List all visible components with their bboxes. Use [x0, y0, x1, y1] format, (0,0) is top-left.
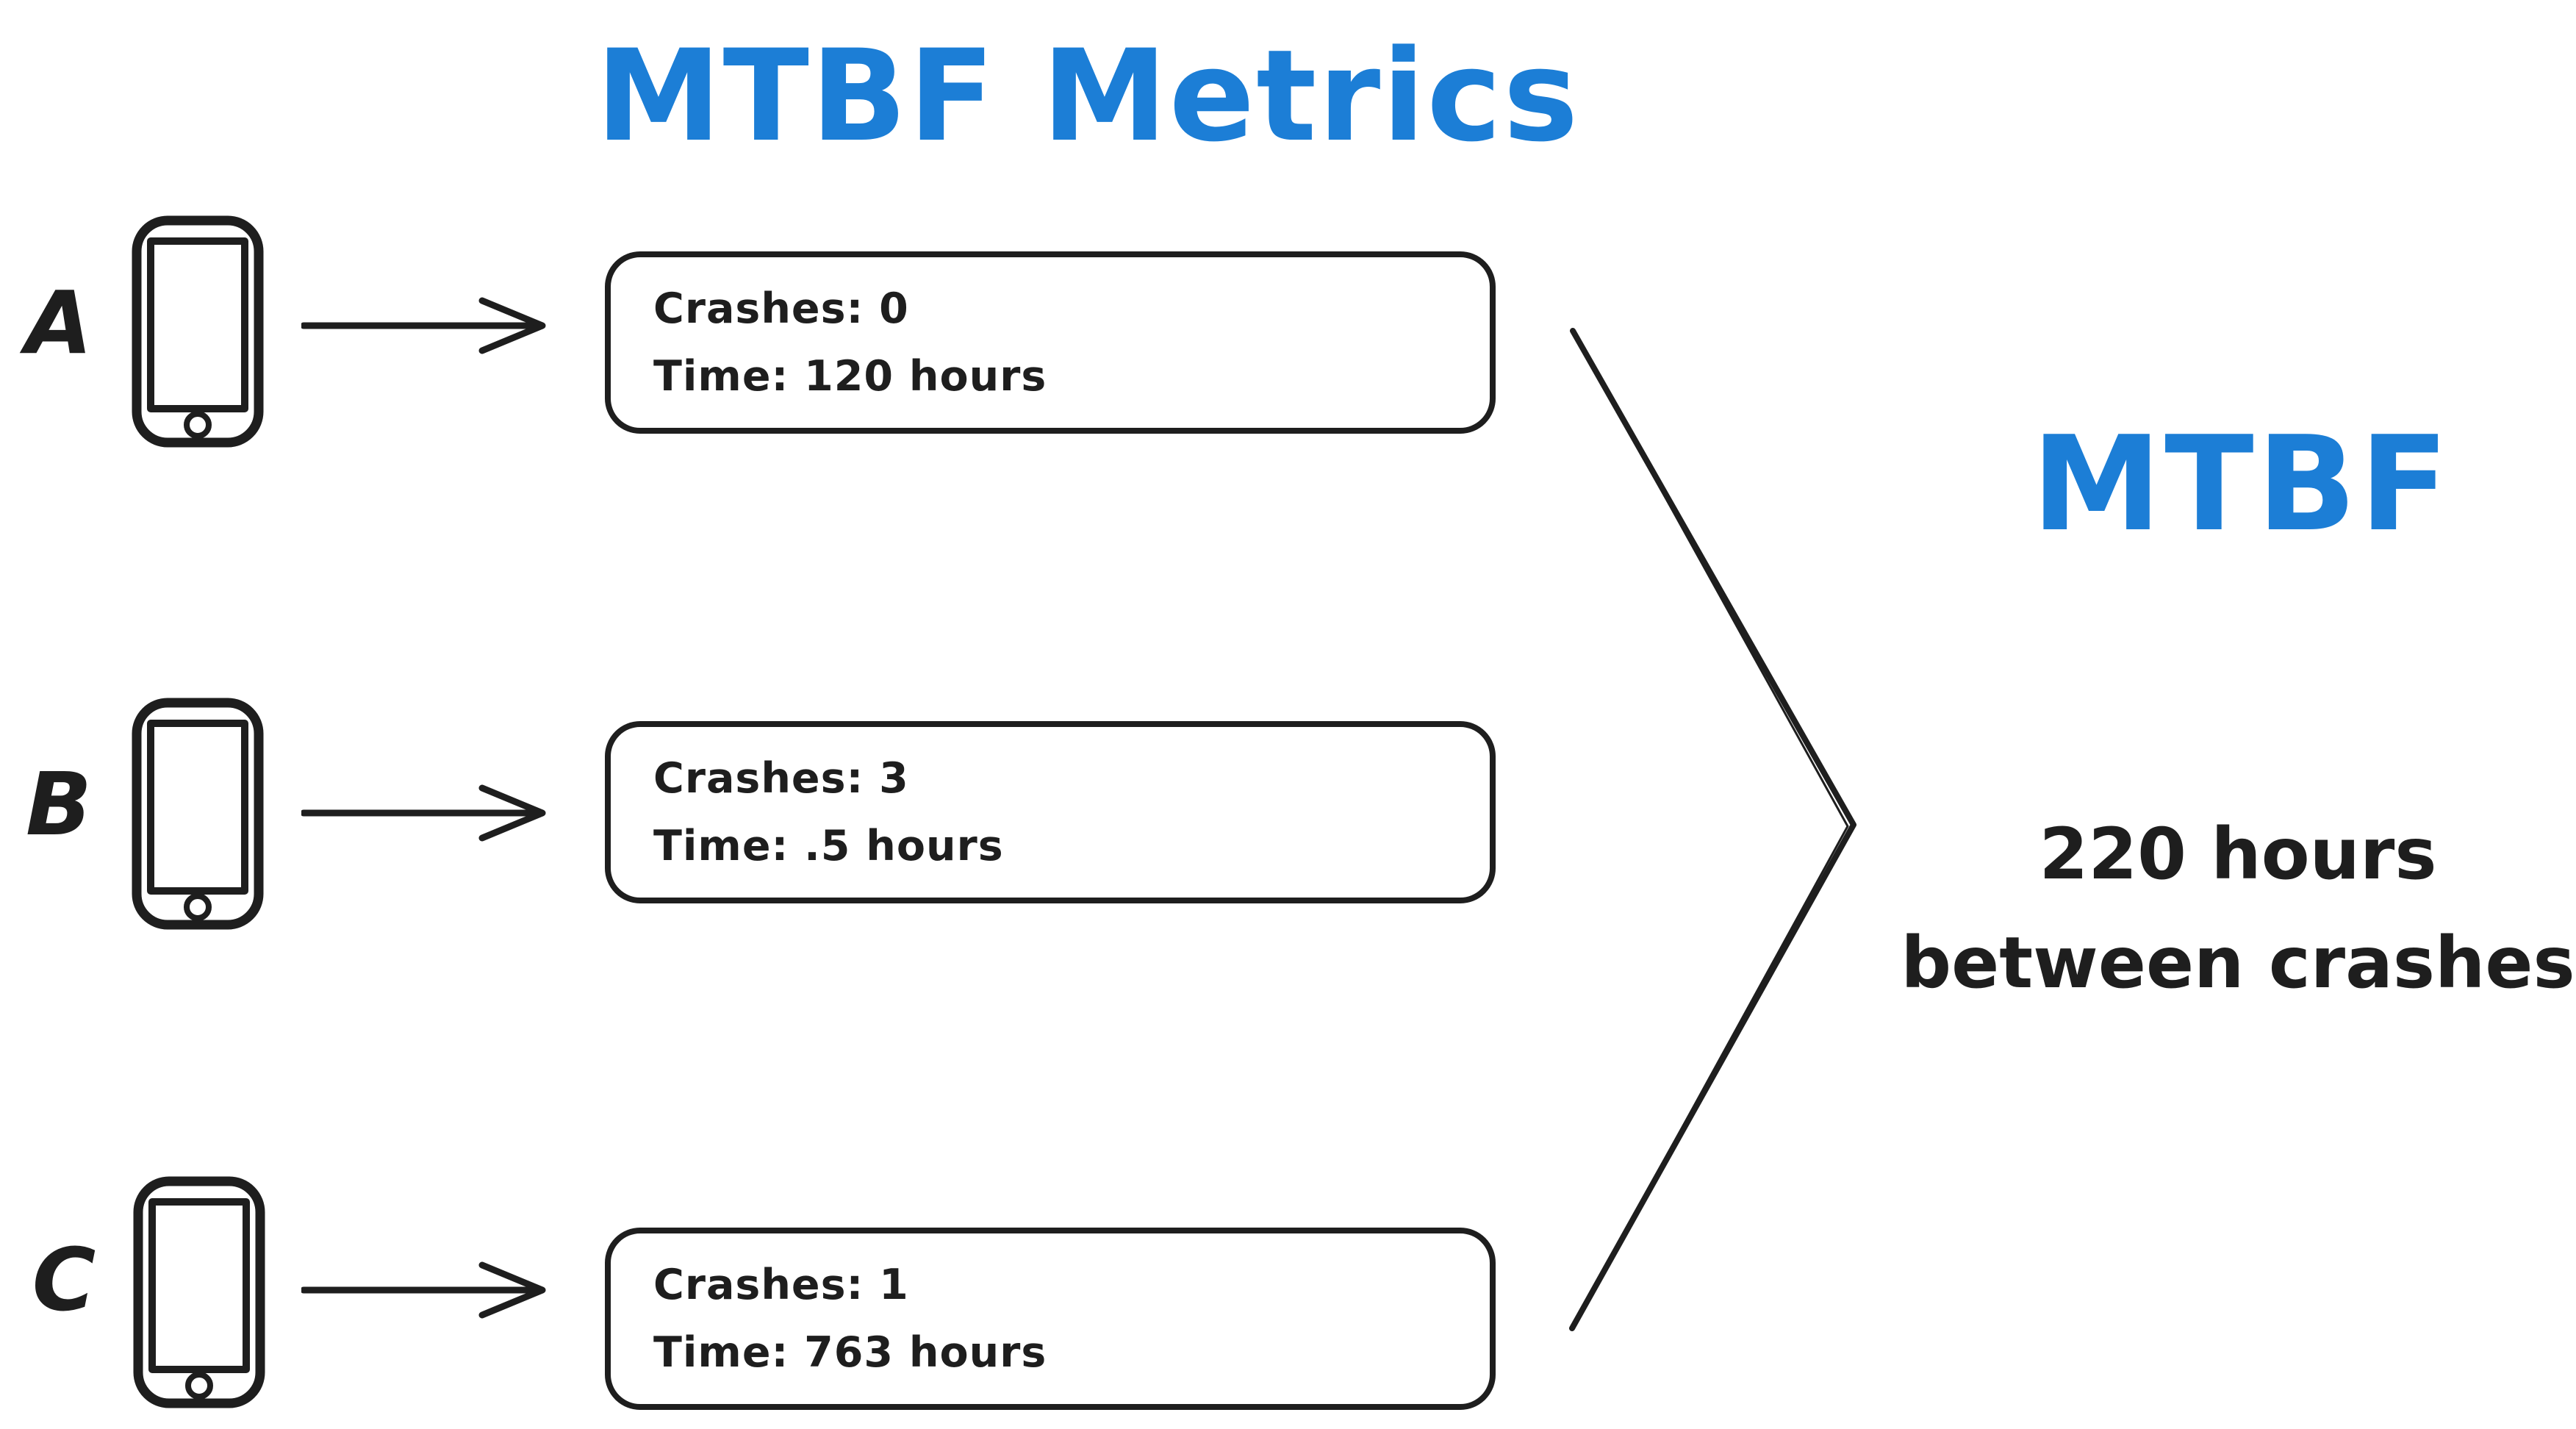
mtbf-heading: MTBF — [2031, 408, 2452, 560]
crashes-value: Crashes: 3 — [653, 754, 909, 803]
crashes-value: Crashes: 0 — [653, 284, 909, 333]
crashes-value: Crashes: 1 — [653, 1261, 909, 1309]
time-value: Time: 763 hours — [653, 1328, 1047, 1377]
time-value: Time: 120 hours — [653, 352, 1047, 401]
diagram-title: MTBF Metrics — [595, 22, 1580, 170]
arrow-right-icon — [301, 784, 546, 842]
mtbf-result-line1: 220 hours — [2039, 813, 2437, 895]
time-value: Time: .5 hours — [653, 822, 1004, 870]
device-label-c: C — [32, 1229, 96, 1330]
arrow-right-icon — [301, 1261, 546, 1319]
device-label-a: A — [25, 272, 93, 373]
chevron-merge-icon — [1569, 328, 1856, 1331]
arrow-right-icon — [301, 297, 546, 354]
mtbf-result-line2: between crashes — [1901, 922, 2575, 1004]
smartphone-icon — [133, 1176, 265, 1408]
metrics-box-b: Crashes: 3 Time: .5 hours — [605, 721, 1496, 903]
metrics-box-a: Crashes: 0 Time: 120 hours — [605, 251, 1496, 434]
metrics-box-c: Crashes: 1 Time: 763 hours — [605, 1228, 1496, 1410]
smartphone-icon — [132, 215, 264, 448]
device-label-b: B — [26, 753, 92, 855]
smartphone-icon — [132, 698, 264, 930]
mtbf-result: 220 hours between crashes — [1870, 800, 2576, 1017]
